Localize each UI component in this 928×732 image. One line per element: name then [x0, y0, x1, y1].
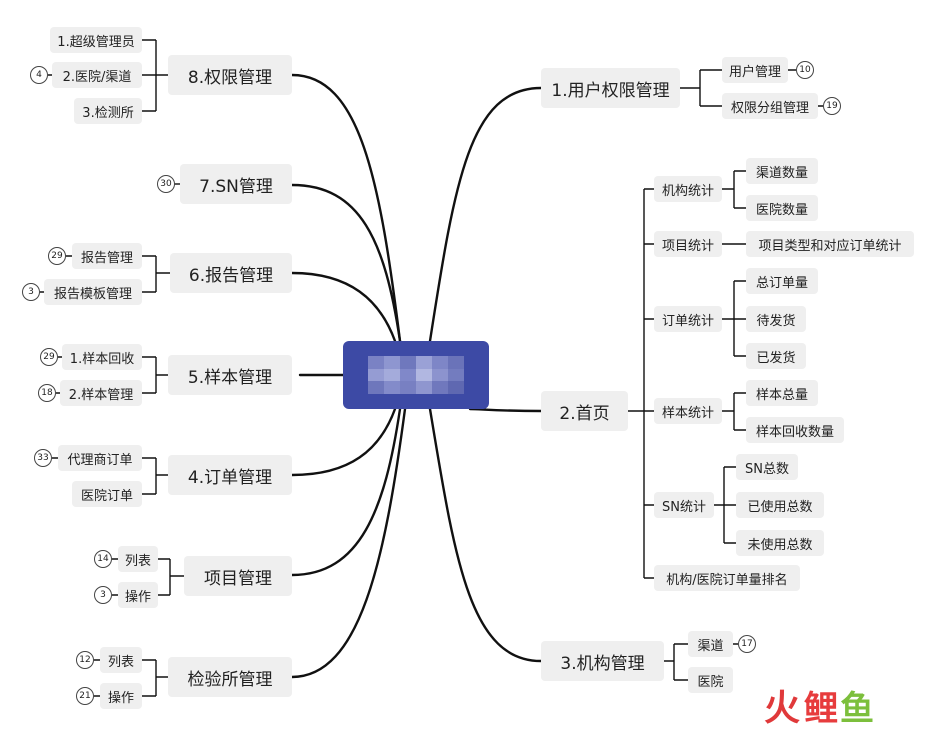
node-order-stats[interactable]: 订单统计	[654, 306, 722, 332]
count-badge: 21	[76, 687, 94, 705]
blurred-center-label	[368, 356, 464, 394]
node-sample-stats[interactable]: 样本统计	[654, 398, 722, 424]
node-org-stats[interactable]: 机构统计	[654, 176, 722, 202]
node-lab-actions[interactable]: 操作	[100, 683, 142, 709]
branch-sample-management[interactable]: 5.样本管理	[168, 355, 292, 395]
count-badge: 19	[823, 97, 841, 115]
node-sample-total[interactable]: 样本总量	[746, 380, 818, 406]
node-project-stats[interactable]: 项目统计	[654, 231, 722, 257]
count-badge: 3	[22, 283, 40, 301]
node-hospital-count[interactable]: 医院数量	[746, 195, 818, 221]
node-pending-shipment[interactable]: 待发货	[746, 306, 806, 332]
branch-project-management[interactable]: 项目管理	[184, 556, 292, 596]
node-sample-manage[interactable]: 2.样本管理	[60, 380, 142, 406]
count-badge: 4	[30, 66, 48, 84]
node-sn-used[interactable]: 已使用总数	[736, 492, 824, 518]
node-sn-stats[interactable]: SN统计	[654, 492, 714, 518]
node-project-actions[interactable]: 操作	[118, 582, 158, 608]
node-shipped[interactable]: 已发货	[746, 343, 806, 369]
branch-permission-management[interactable]: 8.权限管理	[168, 55, 292, 95]
node-report-management[interactable]: 报告管理	[72, 243, 142, 269]
node-report-template[interactable]: 报告模板管理	[44, 279, 142, 305]
branch-user-permission[interactable]: 1.用户权限管理	[541, 68, 680, 108]
brand-char-2: 鲤	[804, 688, 841, 729]
node-sample-recovered[interactable]: 样本回收数量	[746, 417, 844, 443]
node-hospital-orders[interactable]: 医院订单	[72, 481, 142, 507]
node-user-management[interactable]: 用户管理	[722, 57, 788, 83]
node-channel-count[interactable]: 渠道数量	[746, 158, 818, 184]
node-project-list[interactable]: 列表	[118, 546, 158, 572]
brand-char-1: 火	[764, 688, 801, 729]
brand-watermark: 火 鲤 鱼	[764, 684, 876, 729]
brand-char-3: 鱼	[840, 688, 877, 729]
node-agent-orders[interactable]: 代理商订单	[58, 445, 142, 471]
node-super-admin[interactable]: 1.超级管理员	[50, 27, 142, 53]
node-sn-total[interactable]: SN总数	[736, 454, 798, 480]
node-hospital-channel[interactable]: 2.医院/渠道	[52, 62, 142, 88]
count-badge: 30	[157, 175, 175, 193]
node-sample-recovery[interactable]: 1.样本回收	[62, 344, 142, 370]
count-badge: 3	[94, 586, 112, 604]
branch-report-management[interactable]: 6.报告管理	[170, 253, 292, 293]
node-hospital[interactable]: 医院	[688, 667, 733, 693]
node-lab[interactable]: 3.检测所	[74, 98, 142, 124]
node-total-orders[interactable]: 总订单量	[746, 268, 818, 294]
node-lab-list[interactable]: 列表	[100, 647, 142, 673]
branch-home[interactable]: 2.首页	[541, 391, 628, 431]
count-badge: 14	[94, 550, 112, 568]
node-permission-group[interactable]: 权限分组管理	[722, 93, 818, 119]
count-badge: 10	[796, 61, 814, 79]
count-badge: 29	[48, 247, 66, 265]
count-badge: 18	[38, 384, 56, 402]
count-badge: 33	[34, 449, 52, 467]
branch-sn-management[interactable]: 7.SN管理	[180, 164, 292, 204]
node-channel[interactable]: 渠道	[688, 631, 733, 657]
node-org-order-ranking[interactable]: 机构/医院订单量排名	[654, 565, 800, 591]
branch-org-management[interactable]: 3.机构管理	[541, 641, 664, 681]
node-sn-unused[interactable]: 未使用总数	[736, 530, 824, 556]
branch-lab-management[interactable]: 检验所管理	[168, 657, 292, 697]
count-badge: 12	[76, 651, 94, 669]
node-project-type-orders[interactable]: 项目类型和对应订单统计	[746, 231, 914, 257]
count-badge: 17	[738, 635, 756, 653]
branch-order-management[interactable]: 4.订单管理	[168, 455, 292, 495]
count-badge: 29	[40, 348, 58, 366]
